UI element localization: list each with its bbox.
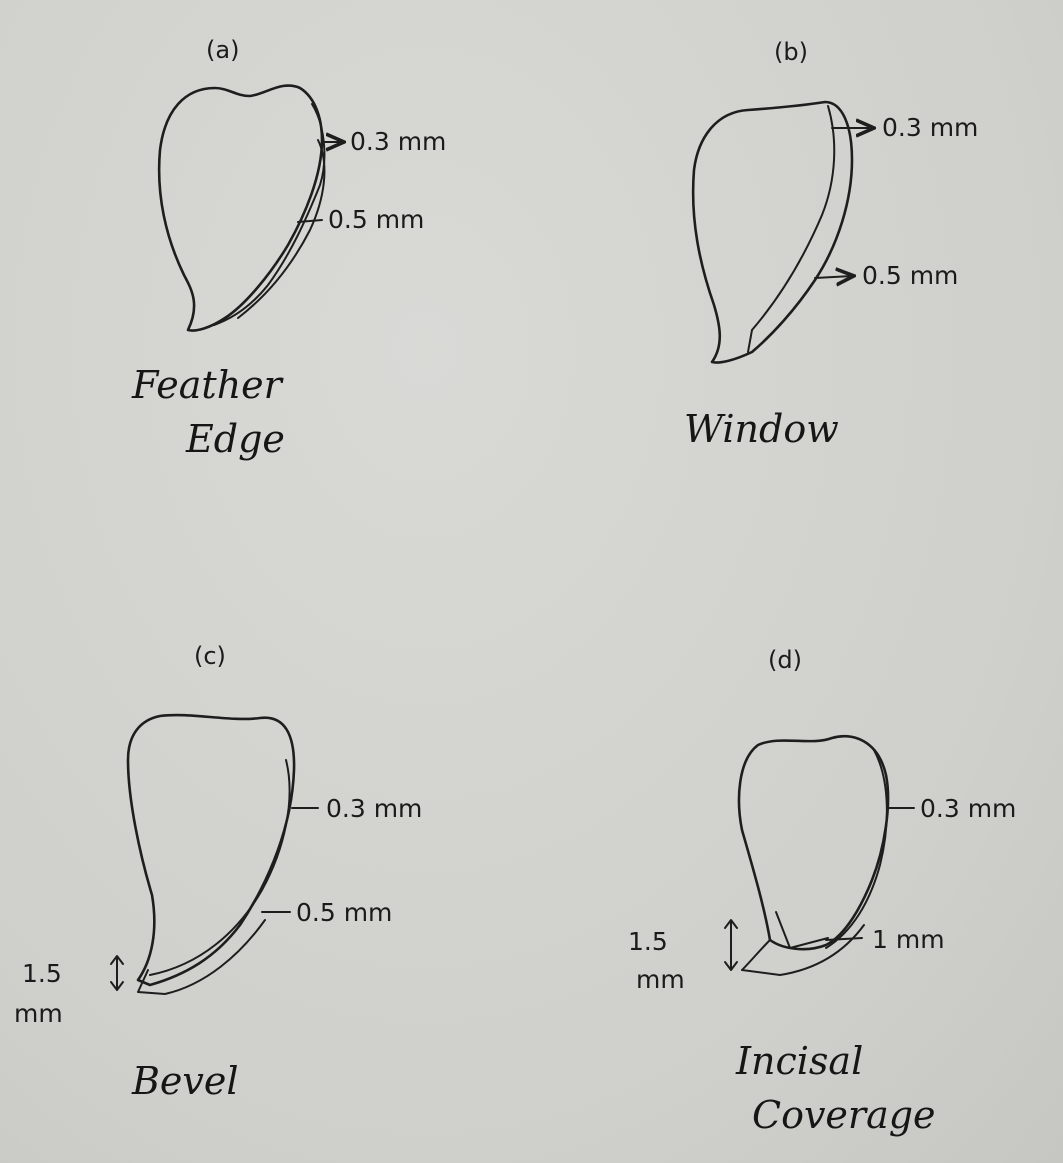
panel-d-label: (d) (768, 646, 802, 674)
measure-c-incisal-unit: mm (14, 999, 63, 1028)
panel-b: (b) 0.3 mm 0.5 mm Window (684, 38, 978, 451)
caption-b-line1: Window (684, 407, 839, 451)
measure-d-top: 0.3 mm (920, 794, 1016, 823)
panel-d: (d) 0.3 mm 1 mm 1.5 mm Incisal Coverage (628, 646, 1016, 1137)
measure-d-incisal-unit: mm (636, 965, 685, 994)
measure-d-incisal-value: 1.5 (628, 927, 668, 956)
panel-a-label: (a) (206, 36, 239, 64)
caption-a-line1: Feather (131, 363, 285, 407)
caption-d-line1: Incisal (735, 1039, 863, 1083)
measure-c-top: 0.3 mm (326, 794, 422, 823)
measure-d-mid: 1 mm (872, 925, 945, 954)
caption-a-line2: Edge (185, 417, 285, 461)
tooth-outline-b (693, 102, 852, 363)
incisal-arrow-c (111, 956, 123, 990)
measure-c-mid: 0.5 mm (296, 898, 392, 927)
panel-a: (a) 0.3 mm 0.5 mm Feather Edge (131, 36, 446, 461)
incisal-arrow-d (725, 920, 737, 970)
caption-c-line1: Bevel (131, 1059, 239, 1103)
panel-c-label: (c) (194, 642, 226, 670)
measure-a-mid: 0.5 mm (328, 205, 424, 234)
panel-b-label: (b) (774, 38, 808, 66)
measure-a-top: 0.3 mm (350, 127, 446, 156)
measure-c-incisal-value: 1.5 (22, 959, 62, 988)
measure-b-mid: 0.5 mm (862, 261, 958, 290)
tooth-outline-c (128, 715, 294, 994)
caption-d-line2: Coverage (752, 1093, 936, 1137)
arrow-b-mid (815, 276, 852, 278)
leader-d-mid (826, 938, 862, 940)
tooth-outline-d (739, 736, 888, 975)
tooth-outline-a (159, 86, 324, 331)
measure-b-top: 0.3 mm (882, 113, 978, 142)
panel-c: (c) 0.3 mm 0.5 mm 1.5 mm Bevel (14, 642, 422, 1103)
